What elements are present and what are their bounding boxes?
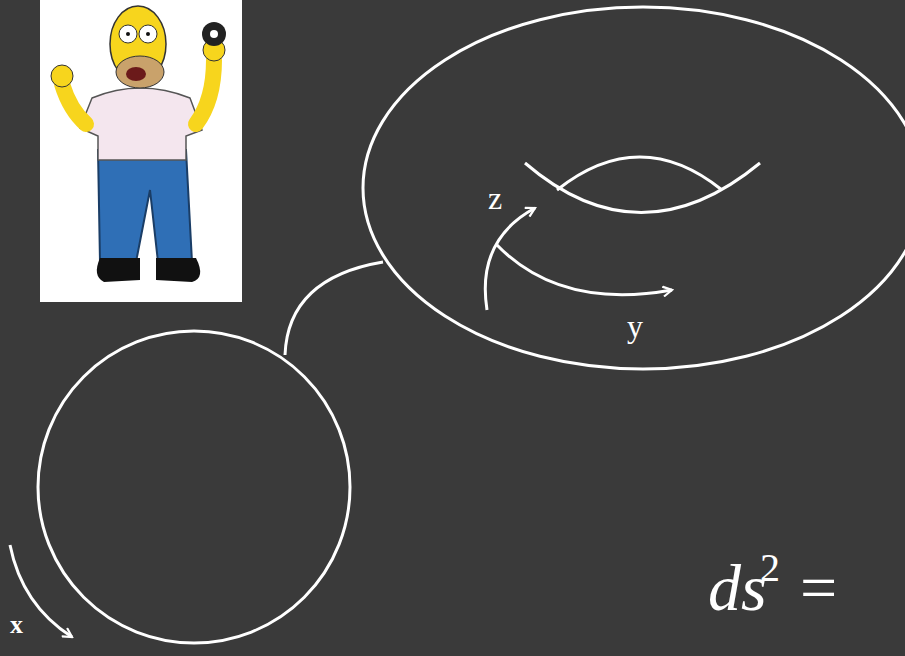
homer-picture <box>40 0 242 302</box>
equation-text: = <box>800 555 837 621</box>
direction-arrow <box>10 208 672 637</box>
axis-label: z <box>488 182 502 214</box>
equation-exponent: 2 <box>760 548 780 588</box>
equation-text: ds <box>708 555 767 621</box>
manifold-outline <box>38 7 905 643</box>
axis-label: x <box>10 612 23 638</box>
axis-label: y <box>627 310 643 342</box>
